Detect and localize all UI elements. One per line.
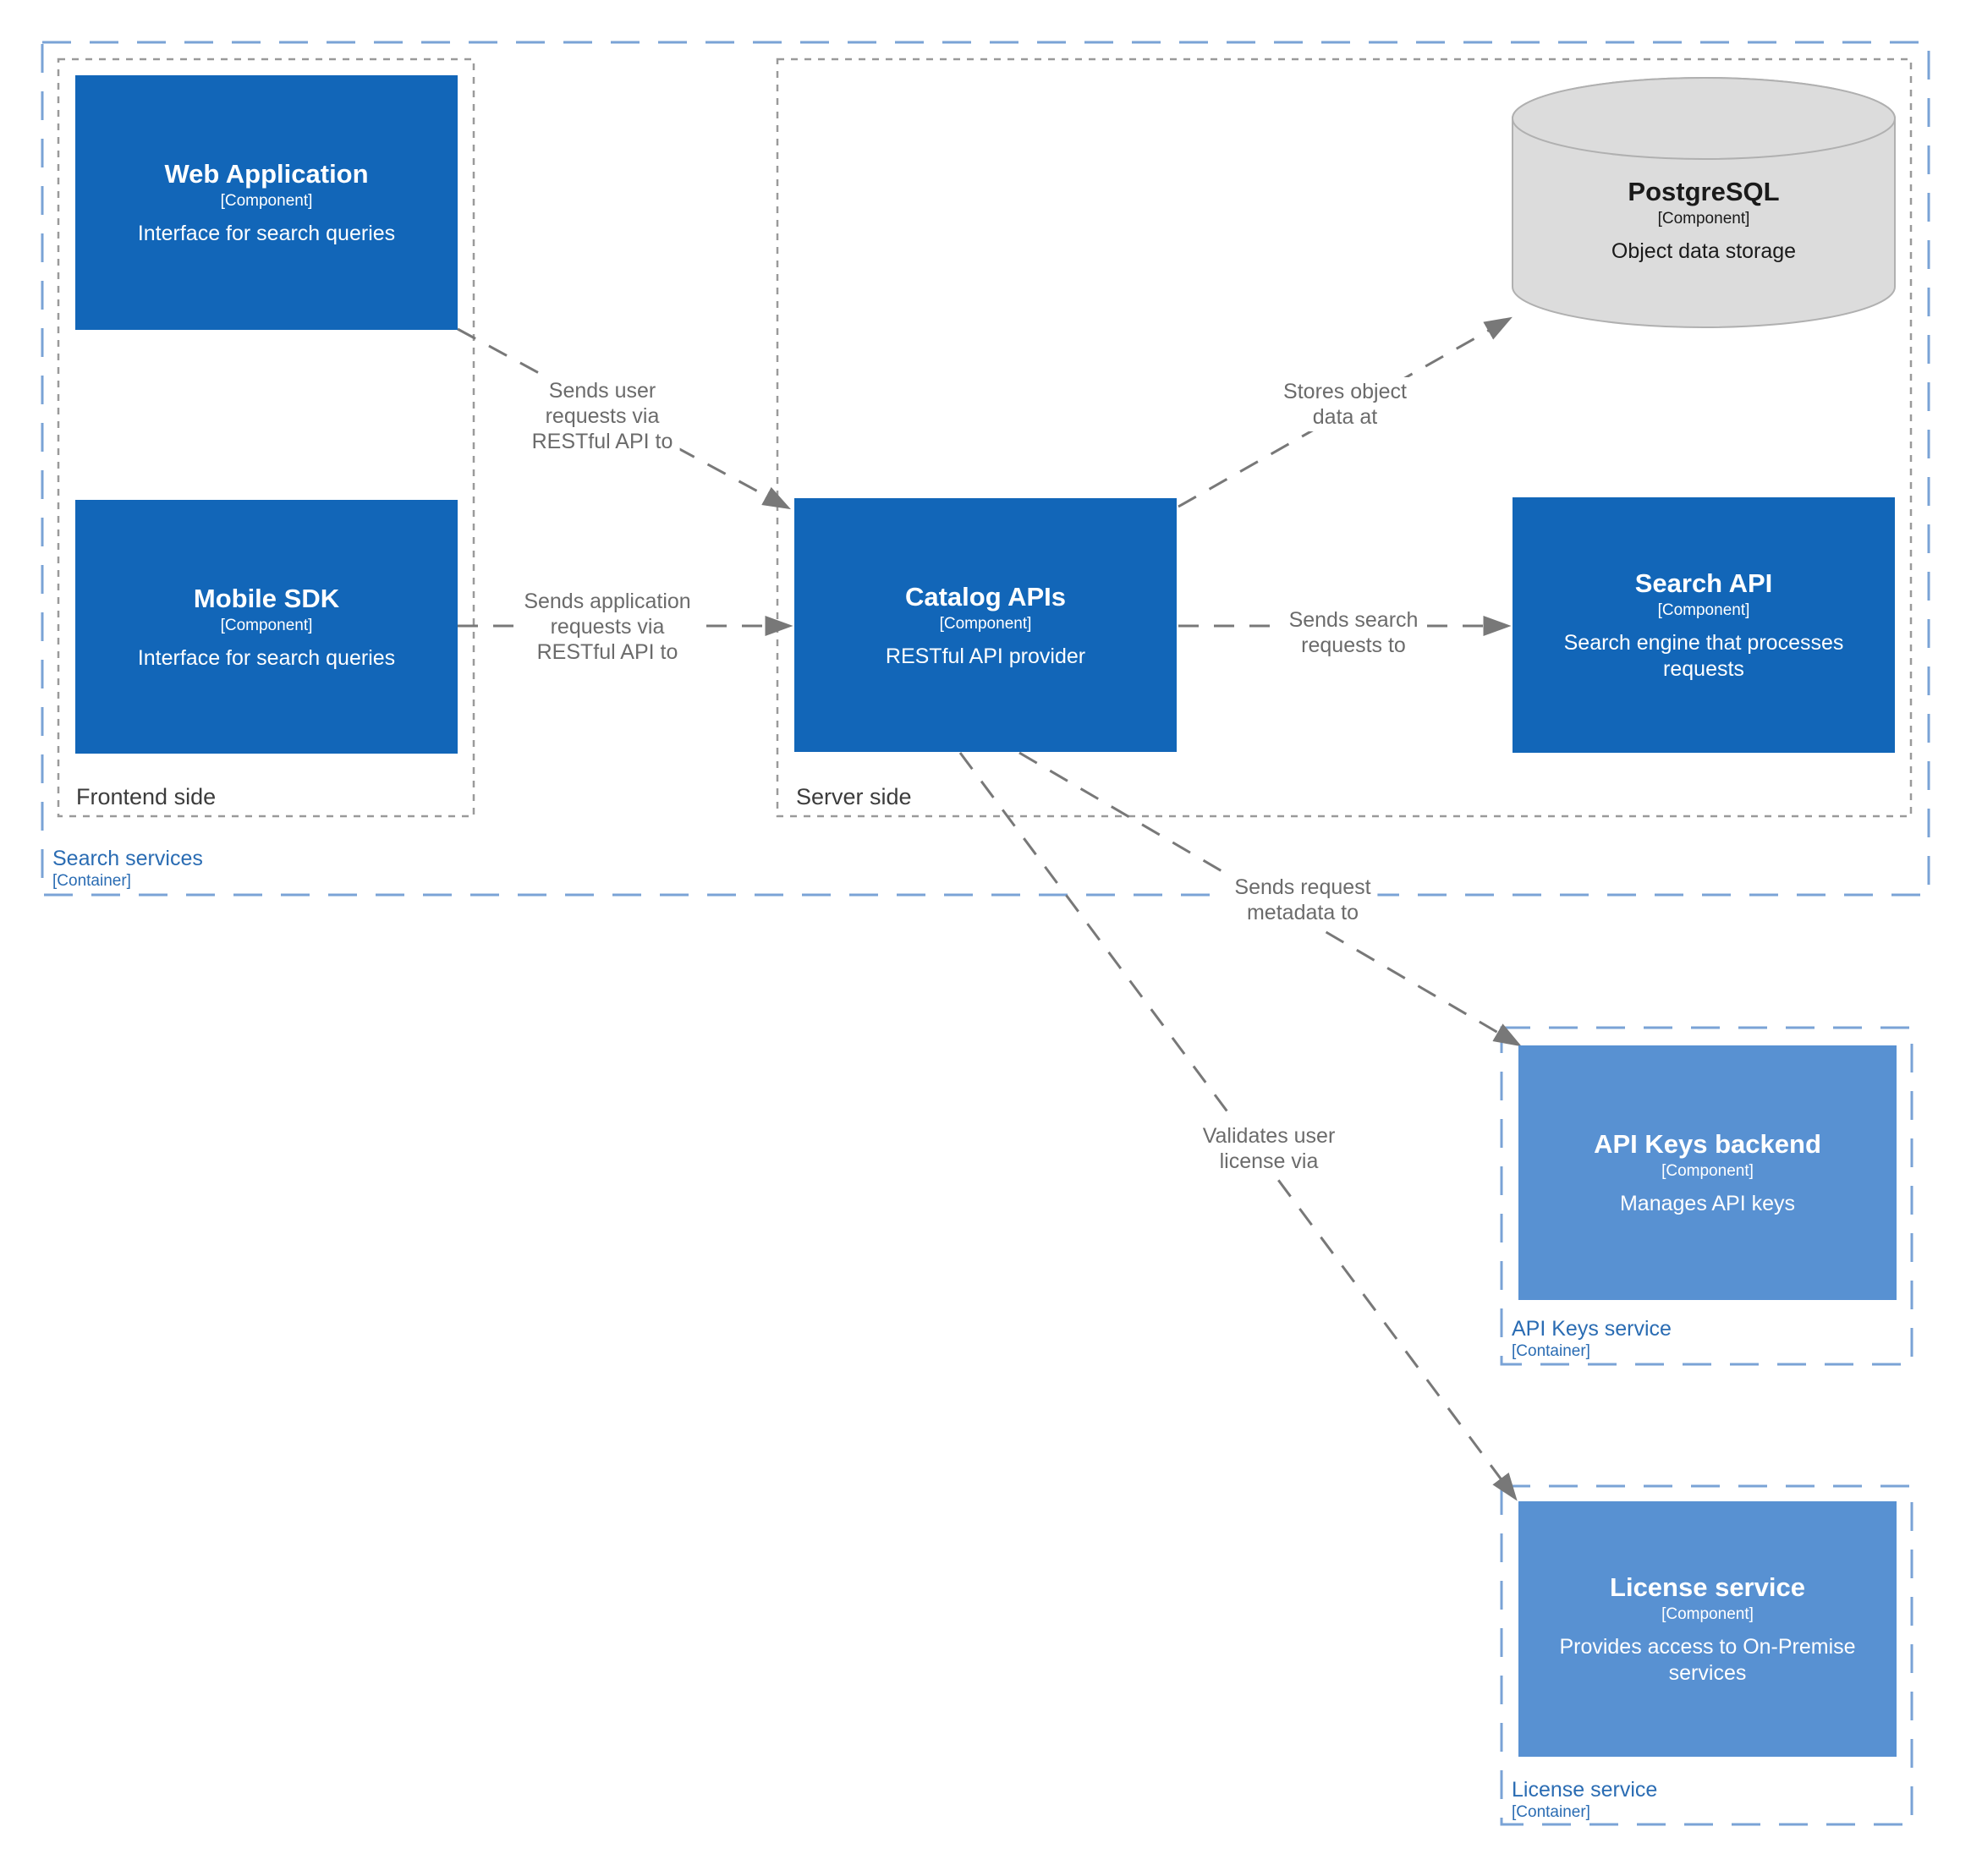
- node-postgresql: PostgreSQL [Component] Object data stora…: [1513, 78, 1895, 327]
- node-type: [Component]: [939, 614, 1032, 633]
- server-group-border: [776, 58, 1913, 818]
- database-cylinder: [1512, 77, 1896, 328]
- api-keys-service-container-border: [1500, 1026, 1913, 1366]
- container-name: License service: [1512, 1778, 1658, 1802]
- node-api-keys-backend: API Keys backend [Component] Manages API…: [1518, 1045, 1897, 1300]
- edge-label-catalog-to-search: Sends search requests to: [1282, 606, 1425, 660]
- node-type: [Component]: [220, 192, 313, 210]
- api-keys-service-container-label: API Keys service [Container]: [1512, 1316, 1672, 1362]
- node-description: RESTful API provider: [885, 644, 1086, 668]
- node-type: [Component]: [1657, 210, 1750, 228]
- node-search-api: Search API [Component] Search engine tha…: [1513, 497, 1895, 753]
- node-web-application: Web Application [Component] Interface fo…: [75, 75, 458, 330]
- edge-label-web-to-catalog: Sends user requests via RESTful API to: [524, 376, 680, 456]
- container-name: API Keys service: [1512, 1317, 1672, 1341]
- license-service-container-border: [1500, 1484, 1913, 1826]
- node-title: Web Application: [164, 159, 369, 189]
- node-description: Interface for search queries: [137, 645, 396, 670]
- node-description: Interface for search queries: [137, 222, 396, 245]
- node-title: Search API: [1634, 568, 1773, 598]
- container-type: [Container]: [52, 872, 131, 890]
- node-description: Object data storage: [1611, 239, 1797, 263]
- search-services-container-label: Search services [Container]: [52, 846, 203, 891]
- license-service-container-label: License service [Container]: [1512, 1777, 1657, 1823]
- node-catalog-apis: Catalog APIs [Component] RESTful API pro…: [794, 498, 1177, 752]
- node-description: Provides access to On-Premise services: [1559, 1635, 1856, 1685]
- container-type: [Container]: [1512, 1803, 1590, 1821]
- node-type: [Component]: [1661, 1605, 1754, 1623]
- node-type: [Component]: [1661, 1162, 1754, 1180]
- node-mobile-sdk: Mobile SDK [Component] Interface for sea…: [75, 500, 458, 754]
- container-name: Search services: [52, 847, 203, 870]
- node-title: API Keys backend: [1594, 1129, 1821, 1159]
- container-type: [Container]: [1512, 1342, 1590, 1360]
- node-license-service: License service [Component] Provides acc…: [1518, 1501, 1897, 1757]
- node-title: PostgreSQL: [1628, 177, 1780, 206]
- frontend-group-border: [57, 58, 475, 818]
- node-type: [Component]: [1657, 601, 1750, 619]
- edge-label-catalog-to-license: Validates user license via: [1195, 1122, 1342, 1176]
- edge-label-catalog-to-apikeys: Sends request metadata to: [1227, 873, 1378, 927]
- node-title: Mobile SDK: [193, 583, 340, 613]
- edge-label-mobile-to-catalog: Sends application requests via RESTful A…: [517, 587, 698, 666]
- node-title: License service: [1610, 1572, 1805, 1602]
- edge-label-catalog-to-postgres: Stores object data at: [1276, 377, 1414, 431]
- frontend-group-label: Frontend side: [76, 784, 217, 809]
- node-type: [Component]: [220, 616, 313, 634]
- server-group-label: Server side: [796, 784, 912, 809]
- node-description: Search engine that processes requests: [1563, 631, 1844, 681]
- node-title: Catalog APIs: [904, 581, 1067, 612]
- node-description: Manages API keys: [1619, 1192, 1796, 1215]
